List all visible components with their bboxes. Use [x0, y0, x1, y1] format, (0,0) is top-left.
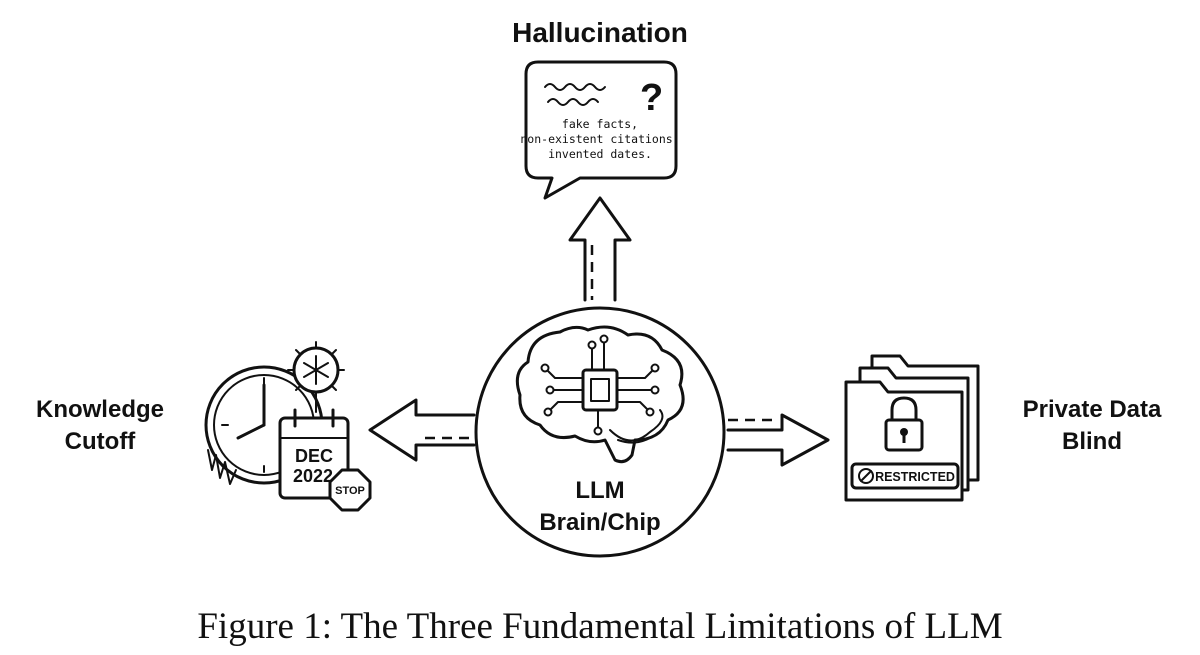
speech-bubble-icon: ? fake facts, non-existent citations, in…	[520, 60, 680, 200]
calendar-year: 2022	[293, 466, 333, 486]
private-data-label-line-1: Private Data	[1023, 396, 1162, 423]
bubble-line-1: fake facts,	[562, 117, 638, 131]
calendar-icon: DEC 2022	[278, 408, 350, 500]
calendar-month: DEC	[295, 446, 333, 466]
bubble-line-2: non-existent citations,	[520, 132, 679, 146]
arrow-right-icon	[726, 413, 830, 467]
arrow-left-icon	[368, 398, 476, 462]
padlock-icon	[884, 396, 924, 452]
question-mark-icon: ?	[640, 77, 663, 119]
arrow-up-icon	[568, 196, 632, 302]
stop-sign-text: STOP	[335, 485, 365, 497]
hallucination-label: Hallucination	[512, 17, 688, 48]
restricted-text: RESTRICTED	[875, 470, 955, 484]
private-data-label-line-2: Blind	[1062, 428, 1122, 455]
center-label-line-2: Brain/Chip	[539, 509, 660, 536]
bubble-line-3: invented dates.	[548, 147, 652, 161]
restricted-icon	[858, 468, 874, 484]
knowledge-cutoff-label-line-2: Cutoff	[65, 428, 137, 455]
snowflake-gear-icon	[287, 341, 345, 413]
restricted-badge: RESTRICTED	[850, 462, 960, 490]
figure-caption: Figure 1: The Three Fundamental Limitati…	[197, 606, 1002, 647]
center-label-line-1: LLM	[575, 477, 624, 504]
stop-sign-icon: STOP	[328, 468, 372, 512]
brain-chip-icon	[515, 325, 685, 464]
knowledge-cutoff-label-line-1: Knowledge	[36, 396, 164, 423]
